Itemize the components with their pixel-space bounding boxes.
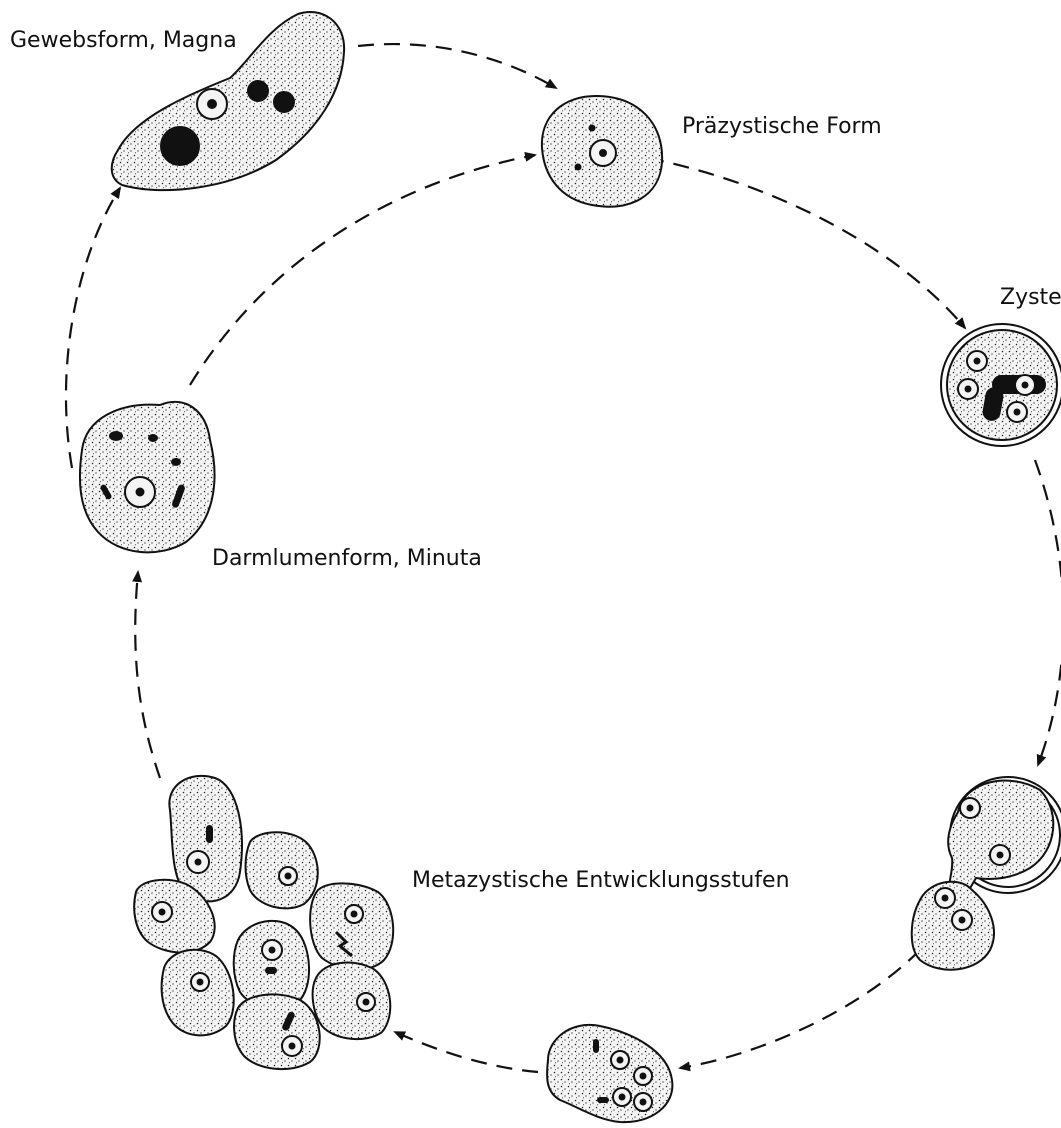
arrow-zyste-to-excystation: [1035, 460, 1061, 765]
minuta-cell: [80, 402, 215, 552]
praezystische-cell: [542, 96, 662, 207]
cluster-cell-8: [234, 994, 320, 1069]
arrow-magna-to-praezystisch: [358, 44, 556, 88]
zyste-cell: [941, 324, 1061, 446]
cluster-cell-6: [162, 950, 234, 1036]
arrow-praezystisch-to-zyste: [648, 158, 965, 328]
arrow-excystation-to-metacystic: [680, 950, 920, 1068]
cluster-cell-7: [313, 963, 391, 1040]
label-darmlumenform-minuta: Darmlumenform, Minuta: [212, 548, 482, 570]
cluster-cell-2: [246, 832, 318, 908]
label-gewebsform-magna: Gewebsform, Magna: [10, 30, 237, 52]
metacystic-amoeba-cell: [547, 1025, 672, 1122]
label-praezystische-form: Präzystische Form: [682, 116, 882, 138]
arrow-metacystic-to-cluster: [395, 1032, 538, 1072]
label-metazystische-entwicklungsstufen: Metazystische Entwicklungsstufen: [412, 870, 790, 892]
metacystic-cluster: [134, 776, 393, 1069]
label-zyste: Zyste: [1000, 287, 1061, 309]
arrow-cluster-to-minuta: [135, 572, 160, 778]
excystation-cell: [912, 777, 1061, 970]
cluster-cell-4: [310, 883, 393, 969]
arrow-minuta-to-praezystisch: [190, 155, 535, 385]
